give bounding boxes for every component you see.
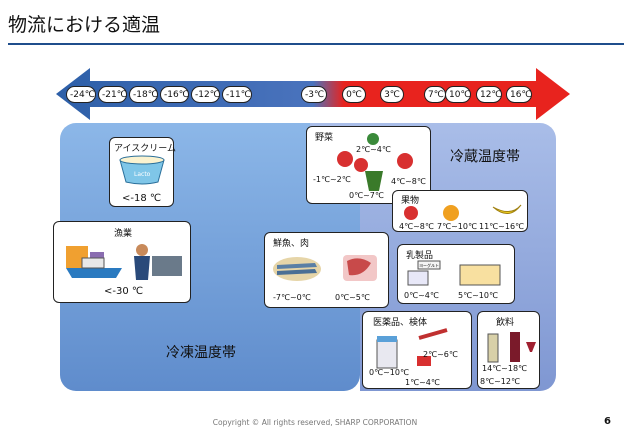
card-fish-meat: 鮮魚、肉 -7℃~0℃ 0℃~5℃ (264, 232, 389, 308)
card-drinks: 飲料 14℃~18℃ 8℃~12℃ (477, 311, 540, 389)
card-temp: 2℃~4℃ (356, 145, 391, 154)
dairy-icon: ヨーグルト (407, 260, 501, 286)
card-medicine: 医薬品、検体 2℃~6℃ 0℃~10℃ 1℃~4℃ (362, 311, 472, 389)
card-temp: 2℃~6℃ (423, 350, 458, 359)
card-fruits: 果物 4℃~8℃ 7℃~10℃ 11℃~16℃ (392, 190, 528, 232)
card-temp: <-30 ℃ (104, 286, 144, 297)
card-temp: 0℃~4℃ (404, 291, 439, 300)
icecream-brand: Lacto (134, 171, 151, 178)
card-title: 果物 (401, 196, 420, 206)
copyright-footer: Copyright © All rights reserved, SHARP C… (212, 418, 418, 427)
scale-tick: 12℃ (476, 86, 502, 103)
card-vegetables: 野菜 2℃~4℃ -1℃~2℃ 4℃~8℃ 0℃~7℃ (306, 126, 431, 204)
icecream-cup-icon: Lacto (119, 155, 165, 185)
card-temp: 0℃~5℃ (335, 293, 370, 302)
scale-tick: 10℃ (445, 86, 471, 103)
scale-tick: -24℃ (66, 86, 96, 103)
scale-tick: -21℃ (98, 86, 127, 103)
card-temp: 0℃~7℃ (349, 191, 384, 200)
card-temp: -1℃~2℃ (313, 175, 351, 184)
card-title: 飲料 (496, 318, 515, 328)
vegetables-icon (337, 133, 413, 191)
scale-tick: 16℃ (506, 86, 532, 103)
drinks-icon (487, 332, 536, 363)
card-temp: 14℃~18℃ (482, 364, 528, 373)
card-fishery: 漁業 <-30 ℃ (53, 221, 191, 303)
title-rule (8, 43, 624, 45)
card-title: 野菜 (315, 133, 334, 143)
card-dairy: 乳製品 ヨーグルト 0℃~4℃ 5℃~10℃ (397, 244, 515, 304)
card-title: アイスクリーム (114, 144, 177, 154)
card-temp: 1℃~4℃ (405, 378, 440, 387)
card-temp: -7℃~0℃ (273, 293, 311, 302)
card-temp: 5℃~10℃ (458, 291, 498, 300)
card-icecream: アイスクリーム Lacto <-18 ℃ (109, 137, 177, 207)
card-title: 医薬品、検体 (373, 318, 428, 328)
card-title: 鮮魚、肉 (273, 239, 310, 249)
scale-tick: 3℃ (380, 86, 404, 103)
scale-tick: -18℃ (129, 86, 158, 103)
page-number: 6 (604, 416, 611, 427)
card-title: 乳製品 (406, 251, 434, 261)
scale-tick: -16℃ (160, 86, 189, 103)
page-title: 物流における適温 (8, 14, 161, 36)
scale-tick: -11℃ (222, 86, 252, 103)
fishery-port-icon (66, 244, 182, 280)
scale-tick: -3℃ (301, 86, 327, 103)
card-temp: 4℃~8℃ (399, 222, 434, 231)
fruits-icon (404, 204, 522, 221)
medicine-icon (376, 328, 448, 369)
scale-tick: 7℃ (424, 86, 446, 103)
card-temp: 0℃~10℃ (369, 368, 409, 377)
fish-meat-icon (273, 255, 377, 281)
scale-tick: -12℃ (191, 86, 220, 103)
card-temp: 8℃~12℃ (480, 377, 520, 386)
card-title: 漁業 (114, 229, 133, 239)
card-temp: 7℃~10℃ (437, 222, 477, 231)
card-temp: 11℃~16℃ (479, 222, 525, 231)
card-temp: <-18 ℃ (122, 193, 162, 204)
card-temp: 4℃~8℃ (391, 177, 426, 186)
chilled-zone-label: 冷蔵温度帯 (450, 149, 520, 165)
freezer-zone-label: 冷凍温度帯 (166, 345, 236, 361)
yogurt-label: ヨーグルト (419, 262, 439, 268)
scale-tick: 0℃ (342, 86, 366, 103)
